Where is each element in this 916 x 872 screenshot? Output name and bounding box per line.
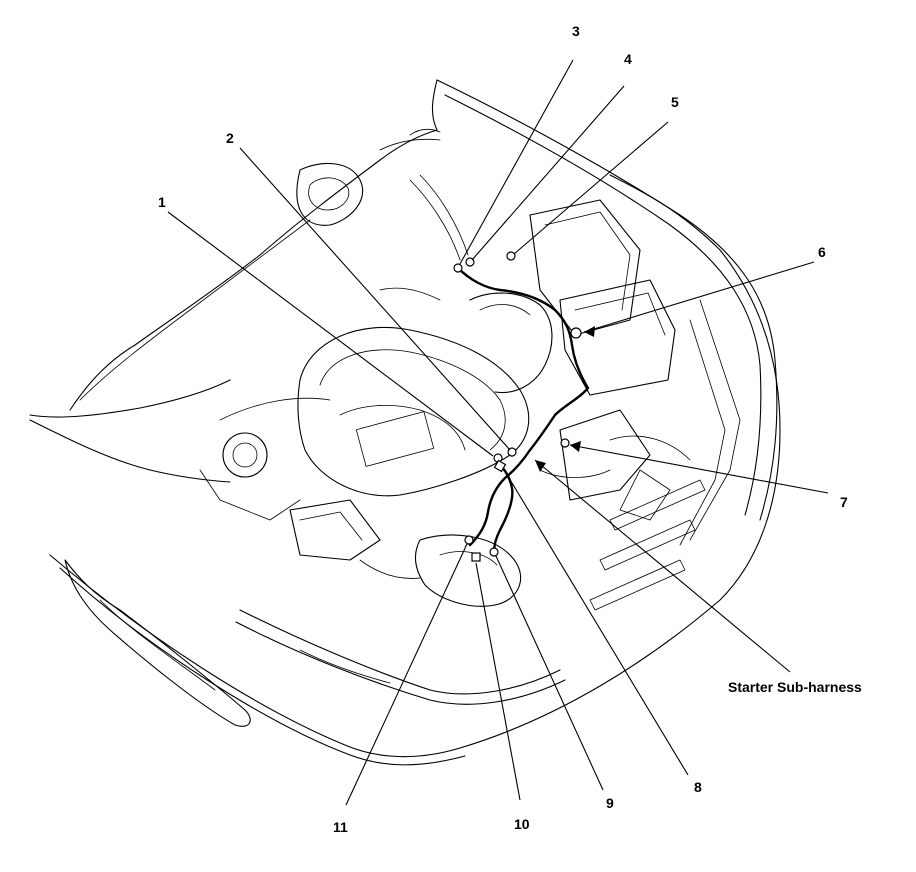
starter-sub-harness-label: Starter Sub-harness — [728, 679, 862, 695]
arrow-starter-sub-harness — [535, 460, 546, 472]
callout-11: 11 — [333, 819, 348, 835]
leader-2 — [239, 147, 511, 451]
connector-3 — [453, 263, 463, 273]
callout-3: 3 — [572, 23, 580, 39]
leader-10 — [475, 562, 521, 801]
leader-starter-sub-harness — [534, 459, 791, 673]
callout-10: 10 — [514, 816, 530, 832]
arrow-7 — [570, 441, 581, 452]
connector-10 — [471, 552, 481, 562]
labels: 1 2 3 4 5 6 7 8 9 10 11 Starter Sub-harn… — [158, 23, 862, 835]
leader-7 — [569, 444, 829, 494]
connector-6 — [570, 327, 582, 339]
arrowheads — [535, 326, 595, 472]
callout-5: 5 — [671, 94, 679, 110]
engine-assembly — [219, 174, 691, 607]
connectors — [453, 251, 582, 562]
leader-4 — [471, 85, 625, 261]
leader-9 — [495, 555, 604, 791]
leader-lines — [167, 59, 829, 806]
vehicle-body — [29, 79, 781, 766]
callout-2: 2 — [226, 130, 234, 146]
leader-11 — [345, 543, 468, 806]
leader-1 — [167, 211, 494, 457]
arrow-6 — [584, 326, 595, 337]
callout-4: 4 — [624, 51, 632, 67]
callout-6: 6 — [818, 244, 826, 260]
connector-11 — [464, 535, 474, 545]
leader-8 — [502, 467, 689, 776]
connector-9 — [489, 547, 499, 557]
callout-1: 1 — [158, 194, 166, 210]
callout-7: 7 — [840, 494, 848, 510]
connector-5 — [506, 251, 516, 261]
connector-7 — [560, 438, 570, 448]
leader-3 — [459, 59, 574, 265]
callout-9: 9 — [606, 795, 614, 811]
starter-sub-harness — [456, 266, 590, 557]
leader-6 — [583, 261, 815, 333]
leader-5 — [513, 121, 669, 255]
callout-8: 8 — [694, 779, 702, 795]
